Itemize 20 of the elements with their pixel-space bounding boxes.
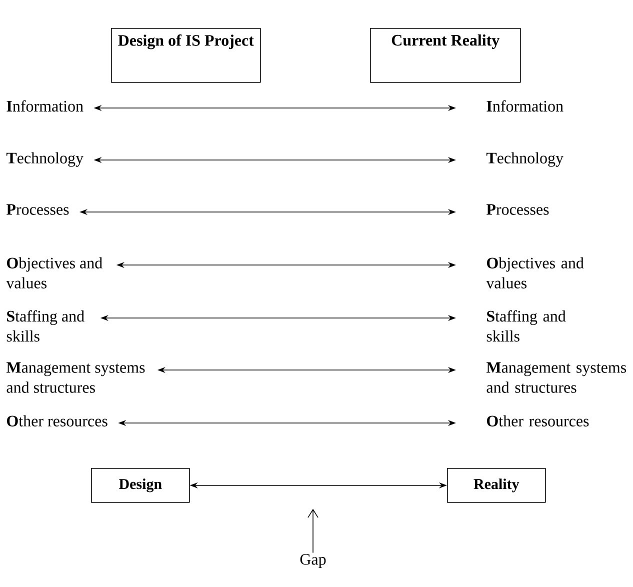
row-label: Other resources [486, 415, 589, 426]
row-label: Information [6, 100, 84, 112]
row-label: Management systems and structures [6, 362, 145, 393]
arrow [308, 508, 318, 554]
label-box: Reality [447, 468, 546, 503]
row-label: Processes [6, 204, 69, 215]
title-box: Design of IS Project [111, 28, 261, 83]
row-label: Management systems and structures [486, 362, 626, 393]
row-label: Objectives and values [6, 257, 102, 288]
row-label: Technology [6, 152, 84, 167]
row-label: Technology [486, 152, 564, 167]
label-box: Design [91, 468, 190, 503]
row-label: Information [486, 100, 564, 112]
row-label: Staffing and skills [6, 310, 84, 342]
row-label: Objectives and values [486, 257, 584, 288]
gap-label: Gap [300, 554, 326, 568]
title-box: Current Reality [370, 28, 521, 83]
row-label: Other resources [7, 415, 108, 426]
row-label: Processes [486, 204, 549, 215]
row-label: Staffing and skills [486, 310, 566, 342]
